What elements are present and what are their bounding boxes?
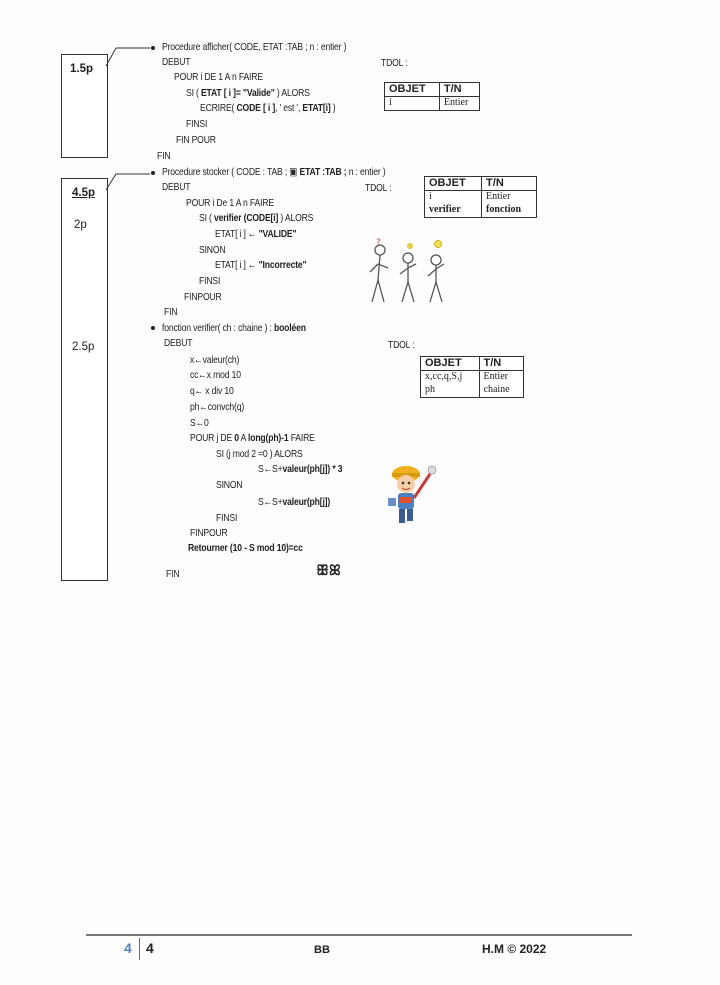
s3-line-q: q← x div 10: [190, 385, 234, 397]
s3-tdol-cell: chaine: [478, 384, 525, 398]
s3-line-finsi: FINSI: [216, 512, 238, 524]
s2-line-finpour: FINPOUR: [184, 291, 222, 303]
svg-text:?: ?: [376, 238, 381, 248]
footer-page-divider: [139, 938, 140, 960]
s1-tdol-table: OBJET T/N i Entier: [384, 82, 481, 111]
bullet-3: [151, 326, 155, 330]
s1-tdol-cell: Entier: [438, 96, 481, 111]
section1-title: Procedure afficher( CODE, ETAT :TAB ; n …: [162, 41, 347, 53]
s2-tdol-header-tn: T/N: [481, 176, 537, 191]
s1-tdol-header-tn: T/N: [438, 82, 481, 97]
footer-page-right: 4: [146, 940, 154, 956]
section2-title: Procedure stocker ( CODE : TAB ; ▣ ETAT …: [162, 166, 386, 178]
s2-tdol-cell: fonction: [481, 204, 537, 218]
s1-line-pour: POUR i DE 1 A n FAIRE: [174, 71, 263, 83]
s3-line-x: x←valeur(ch): [190, 354, 240, 366]
s3-line-cc: cc←x mod 10: [190, 369, 241, 381]
score-box-2: 4.5p 2p 2.5p: [61, 178, 108, 581]
s1-line-debut: DEBUT: [162, 56, 191, 68]
s3-line-sinon: SINON: [216, 479, 243, 491]
s2-tdol-table: OBJET T/N i Entier verifier fonction: [423, 176, 537, 218]
s1-tdol-cell: i: [384, 96, 440, 111]
s3-line-s1: S←S+valeur(ph[j]): [258, 496, 331, 508]
s2-tdol-cell: Entier: [481, 190, 537, 204]
bullet-2: [151, 171, 155, 175]
bullet-1: [151, 46, 155, 50]
footer-copyright: H.M © 2022: [482, 942, 547, 956]
s3-line-s: S←0: [190, 417, 209, 429]
footer-center-text: BB: [314, 944, 330, 956]
s3-tdol-cell: ph: [420, 384, 480, 398]
footer-page-left: 4: [124, 940, 132, 956]
stick-figures-illustration: ?: [369, 238, 445, 303]
score-label-3: 2p: [74, 219, 87, 231]
s2-line-finsi: FINSI: [199, 275, 221, 287]
s1-line-finsi: FINSI: [186, 118, 208, 130]
s1-line-finpour: FIN POUR: [176, 134, 216, 146]
s2-tdol-header-objet: OBJET: [423, 176, 483, 191]
s3-line-retourner: Retourner (10 - S mod 10)=cc: [188, 542, 303, 554]
s3-line-fin: FIN: [166, 568, 180, 580]
s2-tdol-label: TDOL :: [365, 182, 392, 194]
section3-title: fonction verifier( ch : chaine ) : boolé…: [162, 322, 306, 334]
s3-tdol-label: TDOL :: [388, 339, 415, 351]
s2-line-debut: DEBUT: [162, 181, 191, 193]
s2-line-valide: ETAT[ i ] ← "VALIDE": [215, 228, 297, 240]
s1-tdol-header-objet: OBJET: [384, 82, 440, 97]
s1-line-si: SI ( ETAT [ i ]= "Valide" ) ALORS: [186, 87, 310, 99]
cartoon-worker-illustration: [388, 465, 437, 523]
s3-line-s3: S←S+valeur(ph[j]) * 3: [258, 463, 343, 475]
s1-line-ecrire: ECRIRE( CODE [ i ], ' est ', ETAT[i] ): [200, 102, 336, 114]
s3-tdol-cell: x,cc,q,S,j: [420, 370, 480, 384]
s2-tdol-cell: verifier: [423, 204, 483, 218]
score-box-1: 1.5p: [61, 54, 108, 158]
s2-line-sinon: SINON: [199, 244, 226, 256]
score-label-1: 1.5p: [70, 63, 94, 75]
score-label-2: 4.5p: [72, 187, 96, 199]
s1-tdol-label: TDOL :: [381, 57, 408, 69]
s3-tdol-cell: Entier: [478, 370, 525, 384]
s2-line-si: SI ( verifier (CODE[i] ) ALORS: [199, 212, 314, 224]
ornament-glyph: ꕥꕤ: [316, 563, 341, 579]
score-label-4: 2.5p: [72, 341, 95, 353]
s3-line-debut: DEBUT: [164, 337, 193, 349]
s2-tdol-cell: i: [423, 190, 483, 204]
s3-tdol-header-objet: OBJET: [420, 356, 480, 371]
s3-line-pour: POUR j DE 0 A long(ph)-1 FAIRE: [190, 432, 315, 444]
s1-line-fin: FIN: [157, 150, 171, 162]
connector-lines: [105, 47, 150, 191]
s3-tdol-table: OBJET T/N x,cc,q,S,j Entier ph chaine: [420, 356, 525, 398]
s3-line-finpour: FINPOUR: [190, 527, 228, 539]
s3-line-si: SI (j mod 2 =0 ) ALORS: [216, 448, 303, 460]
s3-line-ph: ph←convch(q): [190, 401, 245, 413]
footer-rule: [86, 934, 632, 936]
s2-line-incorrecte: ETAT[ i ] ← "Incorrecte": [215, 259, 307, 271]
s3-tdol-header-tn: T/N: [478, 356, 525, 371]
s2-line-fin: FIN: [164, 306, 178, 318]
s2-line-pour: POUR i De 1 A n FAIRE: [186, 197, 274, 209]
